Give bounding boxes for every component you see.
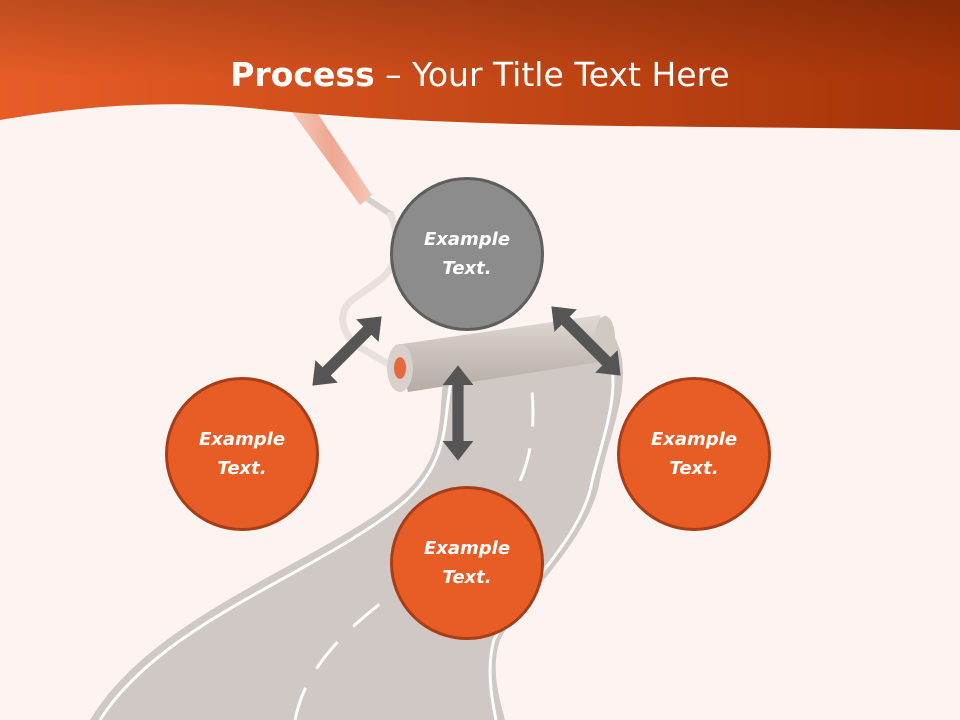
node-text-line2: Text.: [442, 567, 492, 588]
double-arrow-right-icon: [551, 306, 621, 376]
node-text-line1: Example: [423, 538, 511, 559]
node-text-line2: Text.: [442, 258, 492, 279]
node-text-line2: Text.: [217, 458, 267, 479]
node-text-line1: Example: [198, 429, 286, 450]
node-text-line1: Example: [650, 429, 738, 450]
header-band: [0, 0, 960, 130]
arrows: [312, 306, 621, 461]
road-illustration: [90, 330, 623, 720]
slide-title: Process – Your Title Text Here: [0, 52, 960, 98]
node-text-line1: Example: [423, 229, 511, 250]
node-text-line2: Text.: [669, 458, 719, 479]
double-arrow-left-icon: [312, 316, 382, 386]
paint-roller-illustration: [292, 108, 401, 372]
title-rest: – Your Title Text Here: [374, 55, 730, 94]
title-bold: Process: [230, 55, 375, 94]
double-arrow-down-icon: [442, 365, 474, 461]
